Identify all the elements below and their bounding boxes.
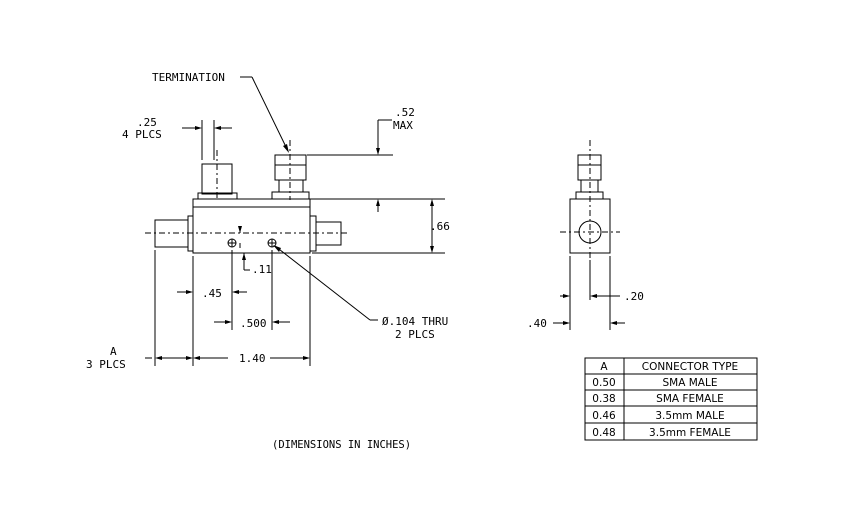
max-height-label: .52 [395,106,415,119]
dim-20-label: .20 [624,290,644,303]
max-word-label: MAX [393,119,413,132]
table-cell-a: 0.46 [592,410,616,422]
dim-45-label: .45 [202,287,222,300]
table-cell-type: 3.5mm MALE [655,410,724,422]
table-cell-type: SMA MALE [663,377,718,389]
body-height-label: .66 [430,220,450,233]
width-dim-label: .25 [137,116,157,129]
table-header-type: CONNECTOR TYPE [642,361,738,373]
dim-500-label: .500 [240,317,267,330]
termination-label: TERMINATION [152,71,225,84]
length-label: 1.40 [239,352,266,365]
mounting-hole-1 [227,238,237,248]
table-cell-type: 3.5mm FEMALE [649,427,731,439]
mounting-hole-2 [267,238,277,248]
dim-40-label: .40 [527,317,547,330]
table-cell-a: 0.38 [592,393,615,405]
table-header-a: A [600,361,608,373]
table-cell-a: 0.50 [592,377,615,389]
hole-spec-label: Ø.104 THRU [382,315,448,328]
a-qty-label: 3 PLCS [86,358,126,371]
connector-table-grid [584,357,758,441]
table-cell-type: SMA FEMALE [656,393,724,405]
width-qty-label: 4 PLCS [122,128,162,141]
a-dim-label: A [110,345,117,358]
offset-label: .11 [252,263,272,276]
units-note: (DIMENSIONS IN INCHES) [272,439,411,451]
table-cell-a: 0.48 [592,427,615,439]
hole-qty-label: 2 PLCS [395,328,435,341]
